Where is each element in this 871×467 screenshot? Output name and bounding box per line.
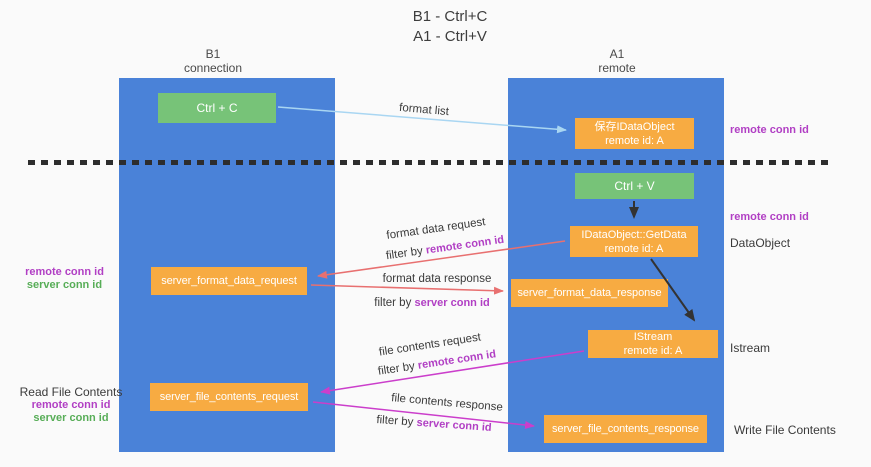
- label-left-conn-ids-format: remote conn id server conn id: [22, 266, 107, 292]
- label-format-data-response: format data response: [382, 273, 492, 285]
- title-line-1: B1 - Ctrl+C: [412, 8, 488, 25]
- label-filter-by-server-conn-id-1: filter by server conn id: [374, 297, 489, 309]
- node-ctrl-v: Ctrl + V: [575, 173, 694, 199]
- node-save-idataobject-line1: 保存IDataObject: [594, 120, 675, 133]
- filter-key-remote-conn-id-2: remote conn id: [417, 348, 497, 372]
- label-dataobject: DataObject: [730, 236, 791, 250]
- label-left-remote-conn-id-1: remote conn id: [25, 266, 104, 278]
- filter-by-prefix-4: filter by: [375, 413, 417, 429]
- node-server-file-contents-response-label: server_file_contents_response: [552, 423, 699, 435]
- filter-by-prefix-2: filter by: [374, 297, 415, 309]
- filter-by-prefix-1: filter by: [385, 244, 427, 263]
- node-server-format-data-response-label: server_format_data_response: [517, 287, 662, 299]
- node-server-file-contents-request-label: server_file_contents_request: [159, 391, 299, 403]
- node-istream-line2: remote id: A: [623, 345, 683, 357]
- session-divider-dashed-line: [28, 160, 833, 165]
- node-server-format-data-request-label: server_format_data_request: [161, 275, 297, 287]
- label-read-file-contents: Read File Contents: [19, 385, 123, 399]
- label-remote-conn-id-right-mid: remote conn id: [730, 211, 809, 223]
- node-idataobject-getdata: IDataObject::GetData remote id: A: [570, 226, 698, 257]
- title-line-2: A1 - Ctrl+V: [413, 28, 487, 45]
- label-left-server-conn-id-2: server conn id: [33, 412, 109, 424]
- label-write-file-contents: Write File Contents: [734, 423, 836, 437]
- node-ctrl-v-label: Ctrl + V: [614, 179, 655, 193]
- node-save-idataobject: 保存IDataObject remote id: A: [575, 118, 694, 149]
- filter-by-prefix-3: filter by: [377, 359, 419, 378]
- arrow-format-data-response: [310, 284, 504, 295]
- filter-key-server-conn-id-2: server conn id: [416, 416, 493, 435]
- node-idataobject-getdata-line1: IDataObject::GetData: [581, 228, 687, 241]
- column-b1-subtitle: connection: [183, 61, 243, 75]
- node-server-file-contents-request: server_file_contents_request: [150, 383, 308, 411]
- label-read-file-contents-group: Read File Contents remote conn id server…: [19, 386, 123, 425]
- label-file-contents-response: file contents response: [390, 392, 504, 414]
- node-save-idataobject-line2: remote id: A: [605, 134, 664, 147]
- node-server-format-data-response: server_format_data_response: [511, 279, 668, 307]
- node-server-file-contents-response: server_file_contents_response: [544, 415, 707, 443]
- node-idataobject-getdata-line2: remote id: A: [604, 242, 664, 255]
- label-filter-by-server-conn-id-2: filter by server conn id: [376, 414, 492, 434]
- node-server-format-data-request: server_format_data_request: [151, 267, 307, 295]
- diagram-title: B1 - Ctrl+C A1 - Ctrl+V: [413, 7, 488, 47]
- filter-key-remote-conn-id-1: remote conn id: [425, 233, 505, 257]
- label-format-list: format list: [398, 101, 450, 119]
- node-istream-line1: IStream: [633, 331, 673, 343]
- label-left-server-conn-id-1: server conn id: [26, 279, 103, 291]
- label-remote-conn-id-right-top: remote conn id: [730, 124, 809, 136]
- column-b1-name: B1: [205, 47, 221, 61]
- column-a1-name: A1: [609, 47, 625, 61]
- node-istream: IStream remote id: A: [588, 330, 718, 358]
- node-ctrl-c: Ctrl + C: [158, 93, 276, 123]
- filter-key-server-conn-id-1: server conn id: [414, 297, 490, 309]
- label-istream: Istream: [730, 341, 771, 355]
- column-a1-subtitle: remote: [598, 61, 636, 75]
- node-ctrl-c-label: Ctrl + C: [196, 101, 238, 115]
- label-left-remote-conn-id-2: remote conn id: [31, 399, 111, 411]
- column-header-b1: B1 connection: [184, 47, 242, 75]
- column-header-a1: A1 remote: [598, 47, 635, 75]
